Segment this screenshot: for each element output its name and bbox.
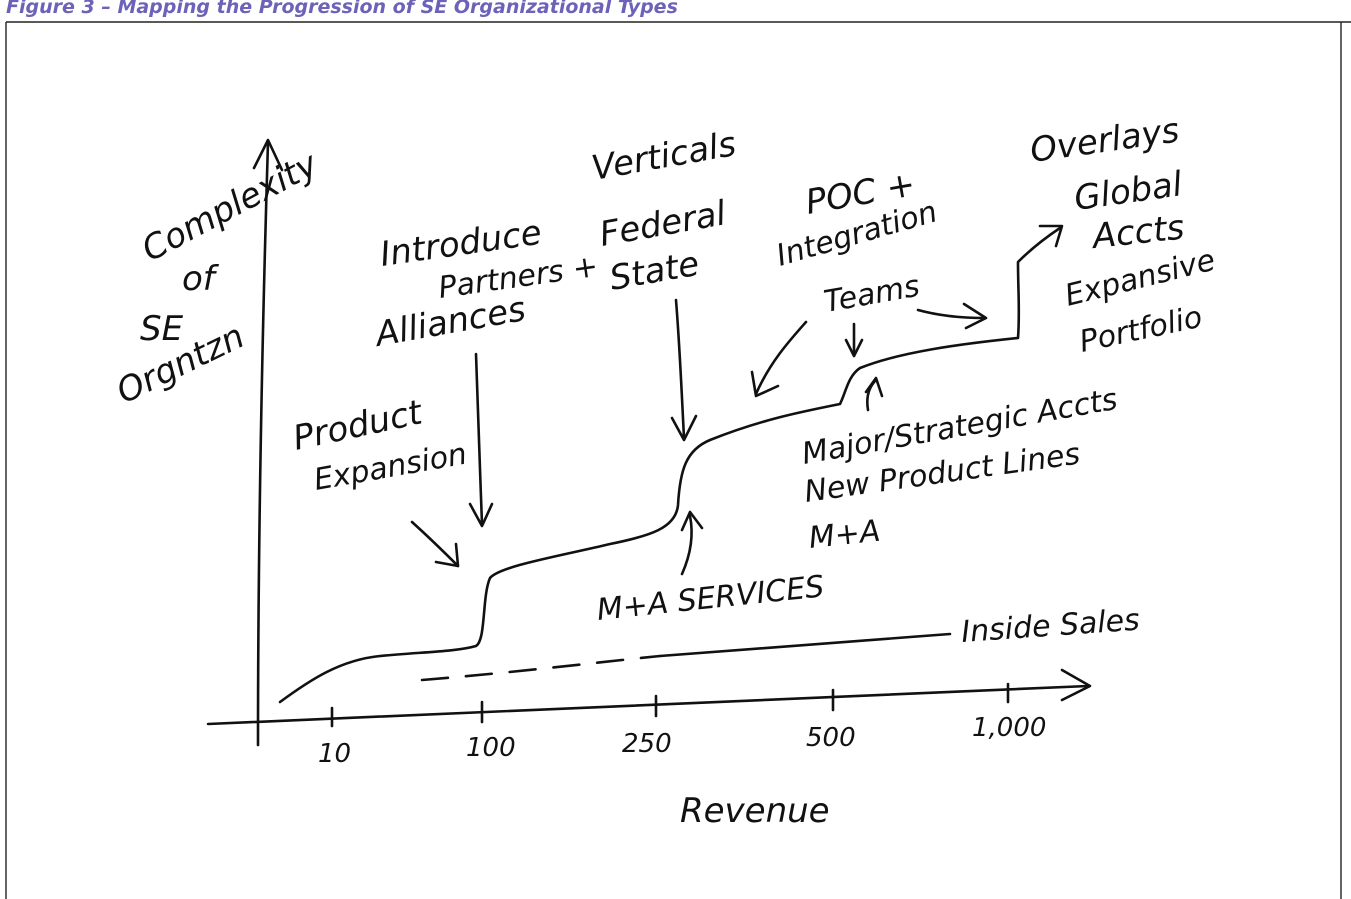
inside-sales-solid-line <box>658 632 952 658</box>
label-overlays: Overlays <box>1028 110 1182 170</box>
label-verticals-line-2: Federal <box>597 193 730 255</box>
label-poc-line-3: Teams <box>821 269 922 320</box>
arrow-product-expansion <box>410 520 460 568</box>
label-major-line-3: M+A <box>807 514 882 556</box>
arrow-partners <box>474 352 484 526</box>
arrow-poc-right-head <box>962 302 988 330</box>
label-accts: Accts <box>1089 208 1186 258</box>
label-verticals-line-1: Verticals <box>589 124 739 189</box>
y-axis-arrowhead <box>252 138 284 172</box>
main-curve-arrowhead <box>1038 224 1064 248</box>
y-axis-line <box>256 140 270 747</box>
main-growth-curve <box>278 226 1062 704</box>
x-tick-label-100: 100 <box>466 733 516 763</box>
label-inside-sales: Inside Sales <box>960 603 1141 650</box>
arrow-verticals <box>674 298 686 440</box>
y-axis-title-line-1: Complexity <box>135 144 325 270</box>
arrow-ma-services <box>680 514 693 576</box>
arrow-poc-down-head <box>844 338 864 358</box>
arrow-partners-head <box>468 502 494 528</box>
x-axis-arrowhead <box>1060 668 1092 702</box>
inside-sales-dashed-line <box>420 654 662 682</box>
arrow-verticals-head <box>670 414 698 442</box>
x-tick-label-10: 10 <box>318 739 351 769</box>
x-axis-line <box>206 684 1090 726</box>
label-portfolio: Portfolio <box>1076 300 1205 360</box>
x-tick-label-1000: 1,000 <box>972 713 1046 743</box>
arrow-ma-services-head <box>680 510 704 532</box>
arrow-major-strategic-head <box>864 376 884 398</box>
y-axis-title-line-2: of <box>182 259 220 299</box>
arrow-poc-left <box>754 320 808 396</box>
arrow-product-expansion-head <box>434 542 460 568</box>
arrow-poc-right <box>916 308 986 320</box>
arrow-poc-left-head <box>750 370 780 398</box>
label-ma-services: M+A SERVICES <box>595 569 826 628</box>
x-axis-title: Revenue <box>680 791 830 831</box>
y-axis-title-line-3: SE <box>140 309 184 349</box>
x-tick-label-500: 500 <box>806 723 856 753</box>
figure-caption: Figure 3 – Mapping the Progression of SE… <box>6 0 678 18</box>
x-tick-label-250: 250 <box>622 729 672 759</box>
label-verticals-line-3: State <box>607 244 703 299</box>
